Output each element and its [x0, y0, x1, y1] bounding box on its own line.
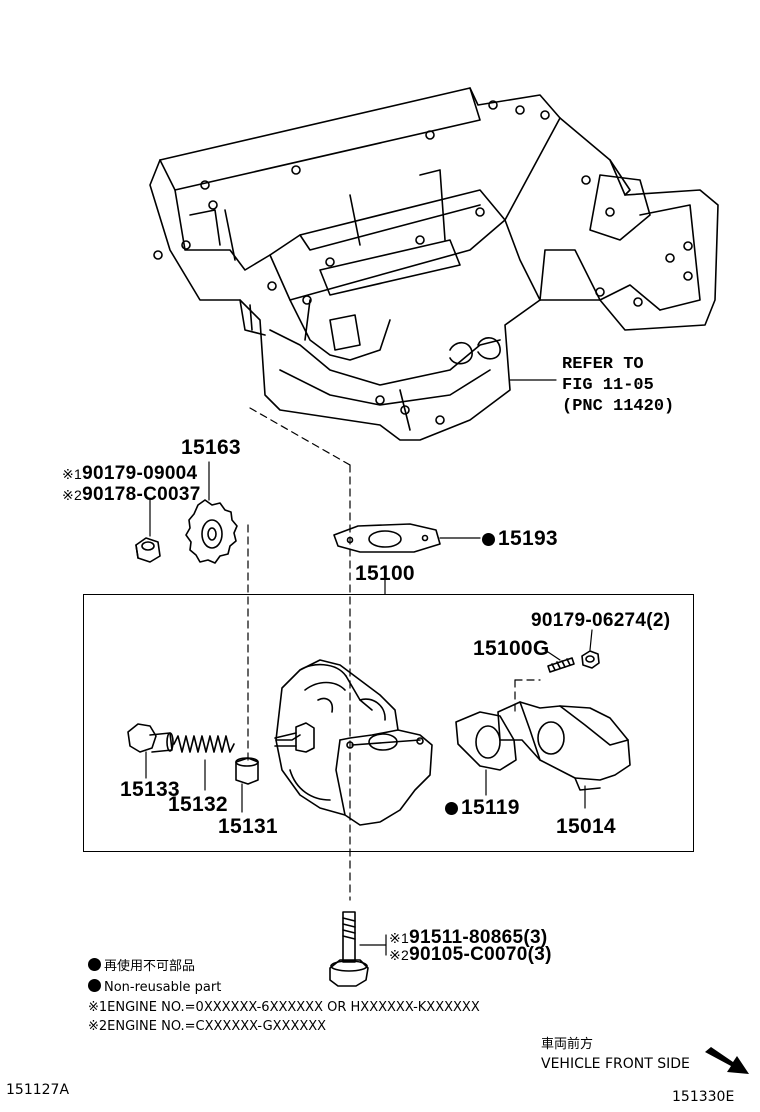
- strainer-gasket-icon: [455, 711, 517, 771]
- legend-non-reusable-en: Non-reusable part: [88, 979, 221, 994]
- legend-text: ENGINE NO.=CXXXXXX-GXXXXXX: [107, 1019, 327, 1034]
- footnote-mark: ※1: [62, 466, 83, 482]
- non-reusable-dot-icon: [445, 802, 458, 815]
- footnote-mark: ※2: [62, 487, 83, 503]
- hex-nut-icon: [581, 650, 600, 669]
- plug-icon: [127, 723, 174, 753]
- part-number-text: 15193: [498, 527, 558, 550]
- reference-line-1: REFER TO: [562, 355, 644, 374]
- part-label-15131[interactable]: 15131: [218, 815, 278, 838]
- part-label-90178-C0037[interactable]: ※290178-C0037: [62, 485, 201, 504]
- part-label-15100[interactable]: 15100: [355, 562, 415, 585]
- legend-non-reusable-jp: 再使用不可部品: [88, 958, 195, 973]
- part-label-15132[interactable]: 15132: [168, 793, 228, 816]
- flange-bolt-icon: [329, 911, 369, 987]
- part-number-text: 90178-C0037: [82, 484, 201, 505]
- part-label-15014[interactable]: 15014: [556, 815, 616, 838]
- footnote-mark: ※2: [389, 947, 410, 963]
- part-label-15100G[interactable]: 15100G: [473, 637, 550, 660]
- stud-bolt-icon: [547, 657, 575, 673]
- reference-line-3: (PNC 11420): [562, 397, 675, 416]
- legend-engine-note-1: ※1ENGINE NO.=0XXXXXX-6XXXXXX OR HXXXXXX-…: [88, 1001, 480, 1014]
- non-reusable-dot-icon: [88, 958, 101, 971]
- part-label-15163[interactable]: 15163: [181, 436, 241, 459]
- arrow-down-right-icon: [705, 1047, 749, 1074]
- oil-pan-housing: [149, 87, 719, 441]
- legend-text: ENGINE NO.=0XXXXXX-6XXXXXX OR HXXXXXX-KX…: [107, 1000, 480, 1015]
- part-label-90179-06274[interactable]: 90179-06274(2): [531, 610, 671, 631]
- legend-engine-note-2: ※2ENGINE NO.=CXXXXXX-GXXXXXX: [88, 1020, 326, 1033]
- legend-text: Non-reusable part: [104, 980, 222, 995]
- assembly-box-15100: [83, 594, 694, 852]
- direction-label-en: VEHICLE FRONT SIDE: [541, 1056, 690, 1072]
- footnote-mark: ※1: [88, 1000, 108, 1015]
- legend-text: 再使用不可部品: [104, 959, 196, 974]
- part-label-15119[interactable]: 15119: [445, 797, 520, 818]
- footer-right-code: 151330E: [672, 1089, 735, 1105]
- footnote-mark: ※1: [389, 930, 410, 946]
- non-reusable-dot-icon: [482, 533, 495, 546]
- part-label-91511-80865[interactable]: ※191511-80865(3): [389, 928, 548, 947]
- reference-note[interactable]: REFER TO FIG 11-05 (PNC 11420): [562, 354, 674, 417]
- part-number-text: 91511-80865(3): [409, 927, 548, 948]
- oil-pump-sprocket-icon: [185, 499, 238, 564]
- non-reusable-dot-icon: [88, 979, 101, 992]
- oil-strainer-icon: [497, 701, 631, 791]
- reference-line-2: FIG 11-05: [562, 376, 654, 395]
- footer-left-code: 151127A: [6, 1082, 70, 1098]
- part-number-text: 90179-09004: [82, 463, 198, 484]
- relief-valve-icon: [235, 757, 259, 785]
- direction-label-jp: 車両前方: [541, 1037, 594, 1052]
- part-label-90179-09004[interactable]: ※190179-09004: [62, 464, 197, 483]
- part-label-15193[interactable]: 15193: [482, 528, 558, 549]
- footnote-mark: ※2: [88, 1019, 108, 1034]
- flange-nut-icon: [135, 537, 161, 563]
- part-label-90105-C0070[interactable]: ※290105-C0070(3): [389, 945, 552, 964]
- gasket-icon: [333, 523, 441, 553]
- oil-pump-body-icon: [274, 659, 433, 826]
- part-number-text: 15119: [461, 796, 520, 819]
- spring-icon: [173, 735, 235, 753]
- part-number-text: 90105-C0070(3): [409, 944, 552, 965]
- part-label-15133[interactable]: 15133: [120, 778, 180, 801]
